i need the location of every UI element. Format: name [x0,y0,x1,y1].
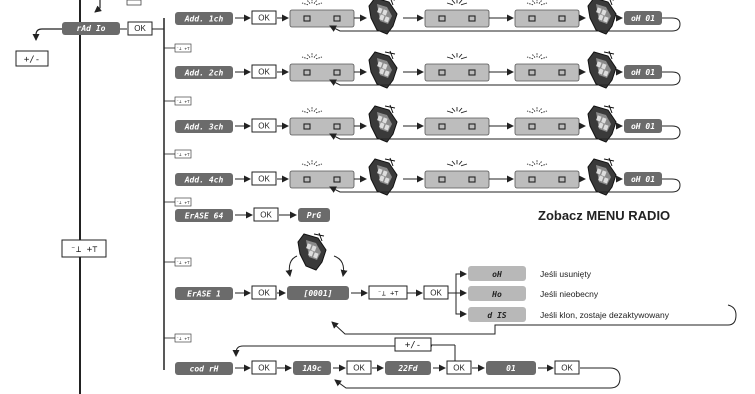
cod-ok-label-4: OK [561,364,573,373]
outcome-0-text: Jeśli usunięty [540,269,592,279]
erase64-row: ErASE 64 OK PrG [175,208,330,222]
led-display [290,171,354,188]
blink-rays [302,53,322,59]
add-result: oH 01 [631,122,655,131]
add-ok-label: OK [258,175,270,184]
led-display [515,10,579,27]
updown-small-button[interactable]: ⁻⊥ +⊤ [175,334,191,342]
updown-small-label: ⁻⊥ +⊤ [176,201,190,206]
erase1-ok-label: OK [258,289,270,298]
erase1-code: [0001] [304,289,333,298]
blink-rays [527,107,547,113]
cod-value-1: 22Fd [397,364,417,373]
updown-small-label: ⁻⊥ +⊤ [176,261,190,266]
add-channel-row-1: Add. 1ch OK oH 01 [175,0,680,34]
led-display [515,118,579,135]
cod-rx-row: +/- cod rH OK 1A9c OK 22Fd OK 01 OK [175,338,620,388]
remote-icon [369,105,397,142]
blink-rays [302,107,322,113]
outcome-1-text: Jeśli nieobecny [540,289,599,299]
remote-icon-erase1 [298,233,326,270]
blink-rays [302,0,322,5]
blink-rays [447,160,467,166]
led-display [425,64,489,81]
remote-icon [588,0,616,34]
radio-display-text: rAd Io [77,24,106,33]
updown-small-button[interactable]: ⁻⊥ +⊤ [175,150,191,158]
add-channel-row-3: Add. 3ch OK oH 01 [175,105,680,142]
remote-icon [588,51,616,88]
add-channel-label: Add. 1ch [184,15,224,24]
add-result: oH 01 [631,68,655,77]
led-display [515,64,579,81]
led-display [290,118,354,135]
cod-ok-label-1: OK [258,364,270,373]
blink-rays [527,160,547,166]
cod-rx-label: cod rH [190,365,219,374]
remote-icon [588,158,616,195]
remote-icon [369,0,397,34]
cod-ok-label-2: OK [353,364,365,373]
add-channel-label: Add. 4ch [184,176,224,185]
add-ok-label: OK [258,68,270,77]
updown-small-label: ⁻⊥ +⊤ [176,153,190,158]
plusminus-label: +/- [24,55,40,65]
led-display [425,10,489,27]
menu-radio-note: Zobacz MENU RADIO [538,208,670,223]
cod-plusminus-label: +/- [405,341,421,351]
erase64-result: PrG [307,211,322,220]
add-result: oH 01 [631,175,655,184]
updown-small-label: ⁻⊥ +⊤ [176,47,190,52]
add-result: oH 01 [631,14,655,23]
blink-rays [302,160,322,166]
add-channel-label: Add. 2ch [184,69,224,78]
add-ok-label: OK [258,14,270,23]
remote-icon [369,158,397,195]
updown-small-button[interactable]: ⁻⊥ +⊤ [175,198,191,206]
updown-small-button[interactable]: ⁻⊥ +⊤ [175,44,191,52]
updown-small-label: ⁻⊥ +⊤ [176,100,190,105]
erase1-row: ErASE 1 OK [0001] ⁻⊥ +⊤ OK oH Jeśli usun… [175,233,736,334]
led-display [290,10,354,27]
updown-label-main: ⁻⊥ +⊤ [70,245,98,255]
remote-icon [369,51,397,88]
blink-rays [447,0,467,5]
outcome-2-code: d IS [487,311,506,320]
add-channel-label: Add. 3ch [184,123,224,132]
led-display [515,171,579,188]
outcome-1-code: Ho [491,290,502,299]
ok-label-main: OK [134,24,146,33]
outcome-2-text: Jeśli klon, zostaje dezaktywowany [540,310,670,320]
cod-value-0: 1A9c [302,364,321,373]
updown-small-button[interactable]: ⁻⊥ +⊤ [175,258,191,266]
add-channel-row-2: Add. 2ch OK oH 01 [175,51,680,88]
blink-rays [527,53,547,59]
outcome-0-code: oH [492,270,502,279]
updown-small-button[interactable]: ⁻⊥ +⊤ [175,97,191,105]
erase1-updown-label: ⁻⊥ +⊤ [377,290,398,298]
blink-rays [447,53,467,59]
remote-icon [588,105,616,142]
led-display [290,64,354,81]
erase1-label: ErASE 1 [187,290,221,299]
erase64-ok-label: OK [260,211,272,220]
cod-ok-label-3: OK [453,364,465,373]
erase1-ok2-label: OK [430,289,442,298]
blink-rays [447,107,467,113]
blink-rays [527,0,547,5]
cod-value-2: 01 [506,364,516,373]
led-display [425,118,489,135]
add-channel-row-4: Add. 4ch OK oH 01 [175,158,680,195]
led-display [425,171,489,188]
erase64-label: ErASE 64 [185,212,224,221]
add-ok-label: OK [258,122,270,131]
updown-small-label: ⁻⊥ +⊤ [176,337,190,342]
